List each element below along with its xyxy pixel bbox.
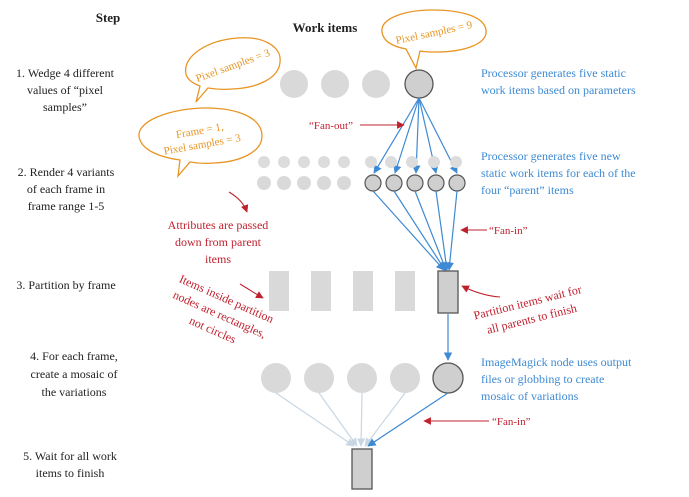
svg-text:static work items for each of: static work items for each of the — [481, 166, 636, 180]
work-item-active — [404, 69, 434, 99]
step-4-label: 4. For each frame, create a mosaic of th… — [30, 349, 118, 399]
svg-text:“Fan-in”: “Fan-in” — [489, 225, 528, 237]
svg-text:“Fan-out”: “Fan-out” — [309, 120, 353, 132]
step-5-label: 5. Wait for all work items to finish — [23, 449, 117, 480]
svg-text:values of “pixel: values of “pixel — [27, 83, 104, 97]
svg-text:ImageMagick node uses output: ImageMagick node uses output — [481, 355, 632, 369]
fan-in-arrows-partition — [372, 190, 458, 271]
svg-text:5. Wait for all work: 5. Wait for all work — [23, 449, 117, 463]
partition-item — [353, 271, 373, 311]
work-item-active — [364, 174, 382, 192]
work-item — [297, 176, 311, 190]
partition-item — [395, 271, 415, 311]
work-item — [406, 156, 418, 168]
row-1-work-items — [280, 69, 434, 99]
svg-text:Processor generates five new: Processor generates five new — [481, 149, 621, 163]
work-item — [347, 363, 377, 393]
svg-text:3. Partition by frame: 3. Partition by frame — [16, 278, 115, 292]
svg-text:items: items — [205, 252, 231, 266]
svg-text:Attributes are passed: Attributes are passed — [168, 218, 269, 232]
work-item — [338, 156, 350, 168]
work-item — [298, 156, 310, 168]
row-4-work-items — [261, 362, 464, 394]
work-item-active — [432, 362, 464, 394]
svg-text:work items based on parameters: work items based on parameters — [481, 83, 636, 97]
svg-text:Processor generates five stati: Processor generates five static — [481, 66, 626, 80]
work-item — [280, 70, 308, 98]
note-fan-out: “Fan-out” — [309, 120, 405, 132]
svg-text:4. For each frame,: 4. For each frame, — [30, 349, 118, 363]
fan-in-arrows-final — [275, 392, 449, 447]
svg-text:files or globbing to create: files or globbing to create — [481, 372, 604, 386]
work-item — [278, 156, 290, 168]
work-item — [304, 363, 334, 393]
work-item — [317, 176, 331, 190]
svg-text:“Fan-in”: “Fan-in” — [492, 416, 531, 428]
step-header: Step — [96, 10, 121, 25]
note-fan-in-2: “Fan-in” — [423, 416, 531, 428]
note-attributes: Attributes are passed down from parent i… — [168, 218, 269, 266]
work-item — [321, 70, 349, 98]
work-item-active — [427, 174, 445, 192]
work-item — [337, 176, 351, 190]
work-item — [261, 363, 291, 393]
work-item — [450, 156, 462, 168]
work-item — [318, 156, 330, 168]
work-item — [365, 156, 377, 168]
attributes-arrow — [228, 191, 249, 213]
step-1-label: 1. Wedge 4 different values of “pixel sa… — [16, 66, 115, 114]
note-partition-wait: Partition items wait for all parents to … — [472, 282, 583, 337]
work-item — [390, 363, 420, 393]
work-item — [257, 176, 271, 190]
speech-bubble-pixel-samples-3: Pixel samples = 3 — [185, 37, 281, 103]
step-2-label: 2. Render 4 variants of each frame in fr… — [18, 165, 115, 213]
work-item-active — [448, 174, 466, 192]
svg-text:the variations: the variations — [42, 385, 107, 399]
note-partition-shape: Items inside partition nodes are rectang… — [171, 272, 276, 347]
svg-text:down from parent: down from parent — [175, 235, 262, 249]
work-items-header: Work items — [293, 20, 358, 35]
partition-shape-arrow — [239, 283, 264, 299]
work-item — [258, 156, 270, 168]
speech-bubble-pixel-samples-9: Pixel samples = 9 — [381, 9, 487, 70]
svg-text:samples”: samples” — [43, 100, 87, 114]
work-item-active — [406, 174, 424, 192]
note-fan-in-1: “Fan-in” — [460, 225, 528, 237]
note-processor-static: Processor generates five static work ite… — [481, 66, 636, 97]
partition-wait-arrow — [461, 285, 501, 298]
row-3-partition-items — [269, 270, 459, 314]
note-processor-new: Processor generates five new static work… — [481, 149, 636, 197]
work-item — [385, 156, 397, 168]
row-2-work-items — [257, 156, 466, 192]
svg-text:four “parent” items: four “parent” items — [481, 183, 574, 197]
svg-text:1. Wedge 4 different: 1. Wedge 4 different — [16, 66, 115, 80]
partition-item-active — [437, 270, 459, 314]
work-item — [428, 156, 440, 168]
work-item — [277, 176, 291, 190]
svg-text:2. Render 4 variants: 2. Render 4 variants — [18, 165, 115, 179]
partition-item — [269, 271, 289, 311]
speech-bubble-frame: Frame = 1, Pixel samples = 3 — [138, 107, 263, 179]
svg-text:items to finish: items to finish — [36, 466, 105, 480]
svg-text:mosaic of variations: mosaic of variations — [481, 389, 579, 403]
wait-item — [351, 448, 373, 490]
svg-text:create a mosaic of: create a mosaic of — [31, 367, 118, 381]
work-item — [362, 70, 390, 98]
note-imagemagick: ImageMagick node uses output files or gl… — [481, 355, 632, 403]
work-item-active — [385, 174, 403, 192]
svg-text:frame range 1-5: frame range 1-5 — [28, 199, 105, 213]
partition-item — [311, 271, 331, 311]
svg-text:of each frame in: of each frame in — [27, 182, 105, 196]
step-3-label: 3. Partition by frame — [16, 278, 115, 292]
